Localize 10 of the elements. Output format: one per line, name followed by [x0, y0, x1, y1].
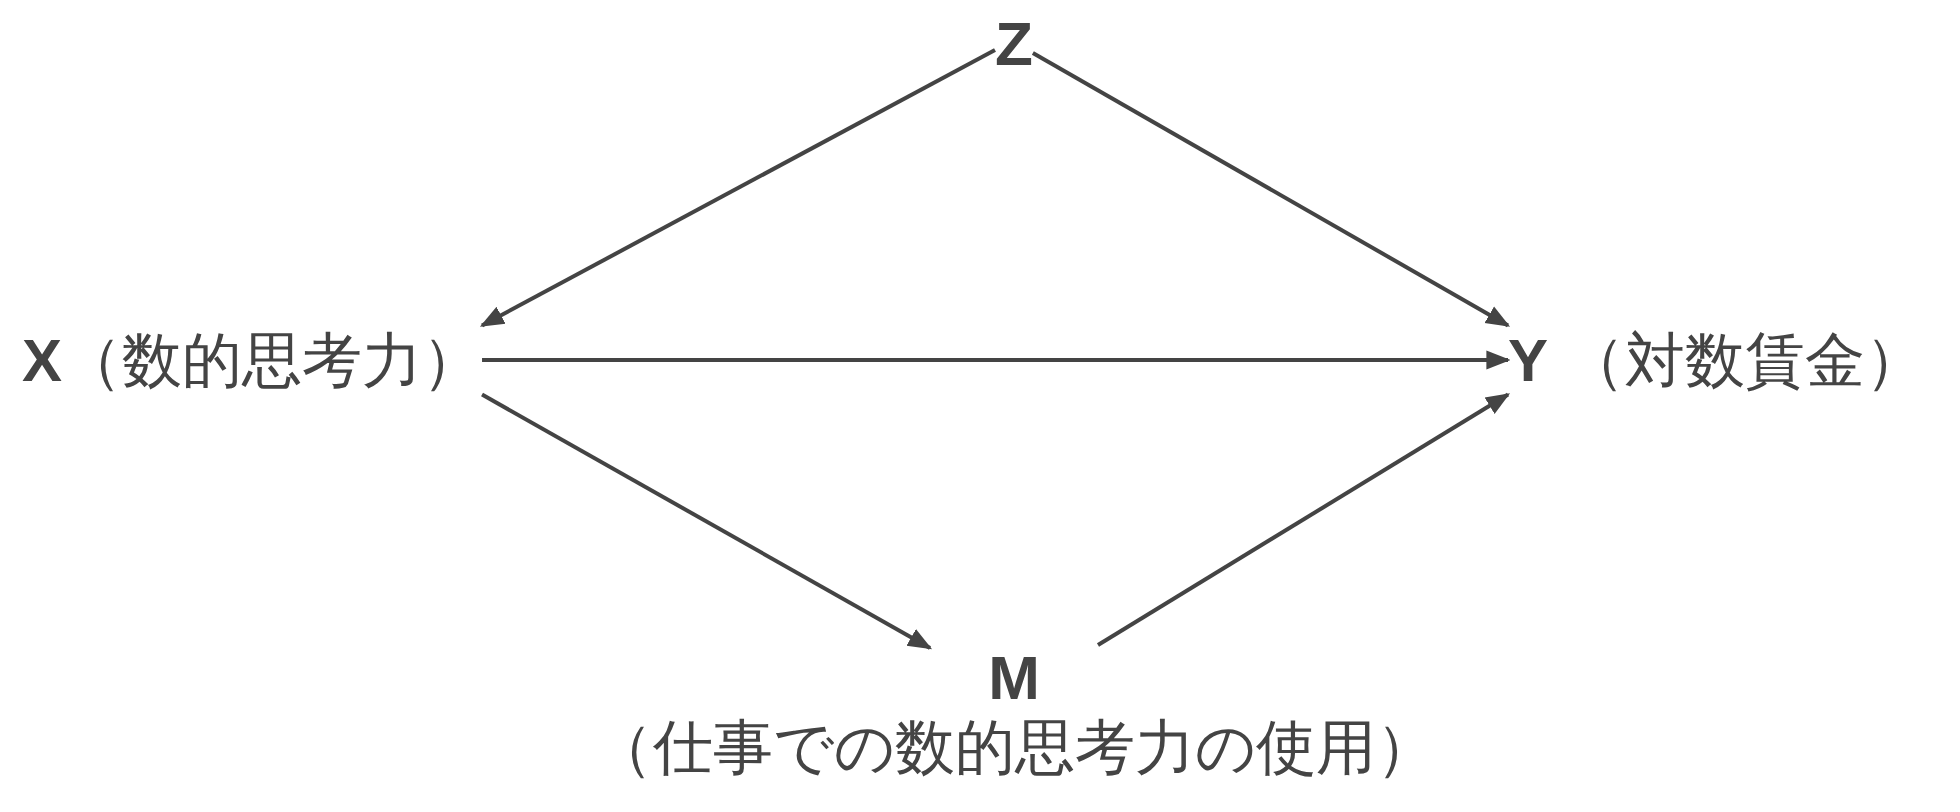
arrow — [1096, 392, 1511, 647]
arrow — [481, 392, 933, 650]
arrow — [479, 48, 996, 328]
variable-label: Y （対数賃金） — [1508, 325, 1925, 395]
variable-label: X（数的思考力） — [22, 325, 483, 395]
arrow — [482, 350, 1511, 370]
arrow — [1031, 51, 1511, 328]
variable-label: M — [987, 642, 1041, 714]
variable-label: Z — [995, 8, 1033, 80]
variable-description: （仕事での数的思考力の使用） — [592, 713, 1436, 783]
